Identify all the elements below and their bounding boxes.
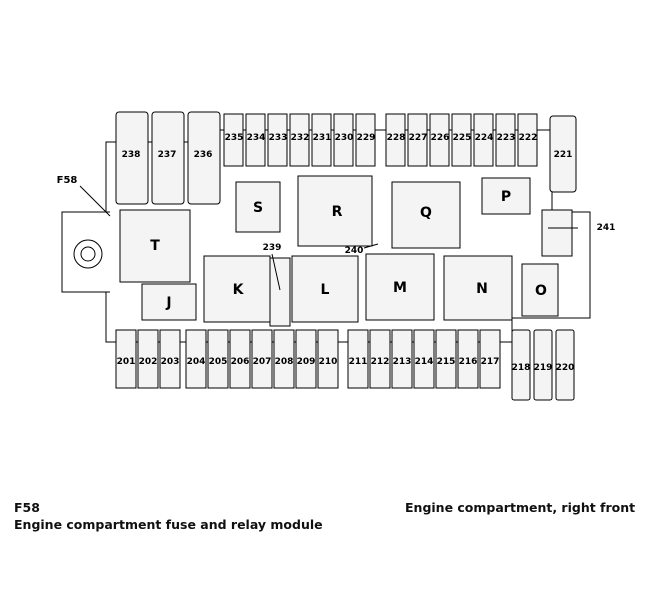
svg-text:209: 209 [297, 357, 316, 367]
svg-text:218: 218 [512, 363, 531, 373]
fuse-block-218 [511, 329, 531, 401]
svg-text:210: 210 [319, 357, 338, 367]
svg-text:232: 232 [291, 133, 310, 143]
svg-text:227: 227 [409, 133, 428, 143]
svg-text:213: 213 [393, 357, 412, 367]
svg-text:238: 238 [122, 150, 141, 160]
fuse-block-221 [549, 115, 577, 193]
svg-text:220: 220 [556, 363, 575, 373]
fuse-block-238 [115, 111, 149, 205]
relay-S [235, 181, 281, 233]
svg-text:235: 235 [225, 133, 244, 143]
relay-Q [391, 181, 461, 249]
svg-text:211: 211 [349, 357, 368, 367]
relay-239 [269, 257, 291, 327]
fuse-block-237 [151, 111, 185, 205]
svg-text:206: 206 [231, 357, 250, 367]
svg-text:M: M [393, 280, 407, 296]
svg-text:217: 217 [481, 357, 500, 367]
svg-text:K: K [233, 282, 245, 298]
svg-text:228: 228 [387, 133, 406, 143]
svg-text:207: 207 [253, 357, 272, 367]
svg-text:221: 221 [554, 150, 573, 160]
relay-T [119, 209, 191, 283]
svg-text:T: T [150, 238, 160, 254]
svg-text:214: 214 [415, 357, 434, 367]
svg-text:R: R [332, 204, 343, 220]
svg-text:215: 215 [437, 357, 456, 367]
relay-241 [541, 209, 573, 257]
component-description: Engine compartment fuse and relay module [14, 517, 323, 532]
relay-R [297, 175, 373, 247]
svg-text:225: 225 [453, 133, 472, 143]
svg-text:201: 201 [117, 357, 136, 367]
svg-text:203: 203 [161, 357, 180, 367]
svg-text:J: J [165, 295, 171, 311]
svg-text:231: 231 [313, 133, 332, 143]
svg-text:205: 205 [209, 357, 228, 367]
component-location: Engine compartment, right front [405, 500, 636, 515]
svg-text:212: 212 [371, 357, 390, 367]
svg-text:208: 208 [275, 357, 294, 367]
svg-text:L: L [321, 282, 330, 298]
svg-text:216: 216 [459, 357, 478, 367]
svg-text:239: 239 [263, 243, 282, 253]
svg-text:233: 233 [269, 133, 288, 143]
svg-text:240: 240 [345, 246, 364, 256]
svg-text:222: 222 [519, 133, 538, 143]
svg-text:P: P [501, 189, 511, 205]
relay-N [443, 255, 513, 321]
svg-text:237: 237 [158, 150, 177, 160]
relay-M [365, 253, 435, 321]
fuse-block-236 [187, 111, 221, 205]
callout-label: F58 [57, 175, 78, 186]
svg-text:204: 204 [187, 357, 206, 367]
relay-P [481, 177, 531, 215]
svg-text:230: 230 [335, 133, 354, 143]
relay-L [291, 255, 359, 323]
svg-text:219: 219 [534, 363, 553, 373]
svg-text:223: 223 [497, 133, 516, 143]
svg-text:241: 241 [597, 223, 616, 233]
fuse-box-diagram: F58 238 237 236 235 234 233 232 231 230 … [57, 111, 616, 401]
svg-text:226: 226 [431, 133, 450, 143]
fuse-block-220 [555, 329, 575, 401]
relay-J [141, 283, 197, 321]
svg-text:202: 202 [139, 357, 158, 367]
svg-text:229: 229 [357, 133, 376, 143]
svg-text:O: O [535, 283, 547, 299]
relay-O [521, 263, 559, 317]
svg-text:236: 236 [194, 150, 213, 160]
component-code: F58 [14, 500, 40, 515]
svg-text:N: N [476, 281, 488, 297]
svg-text:234: 234 [247, 133, 266, 143]
svg-text:Q: Q [420, 205, 432, 221]
fuse-block-219 [533, 329, 553, 401]
svg-text:S: S [253, 200, 263, 216]
svg-text:224: 224 [475, 133, 494, 143]
